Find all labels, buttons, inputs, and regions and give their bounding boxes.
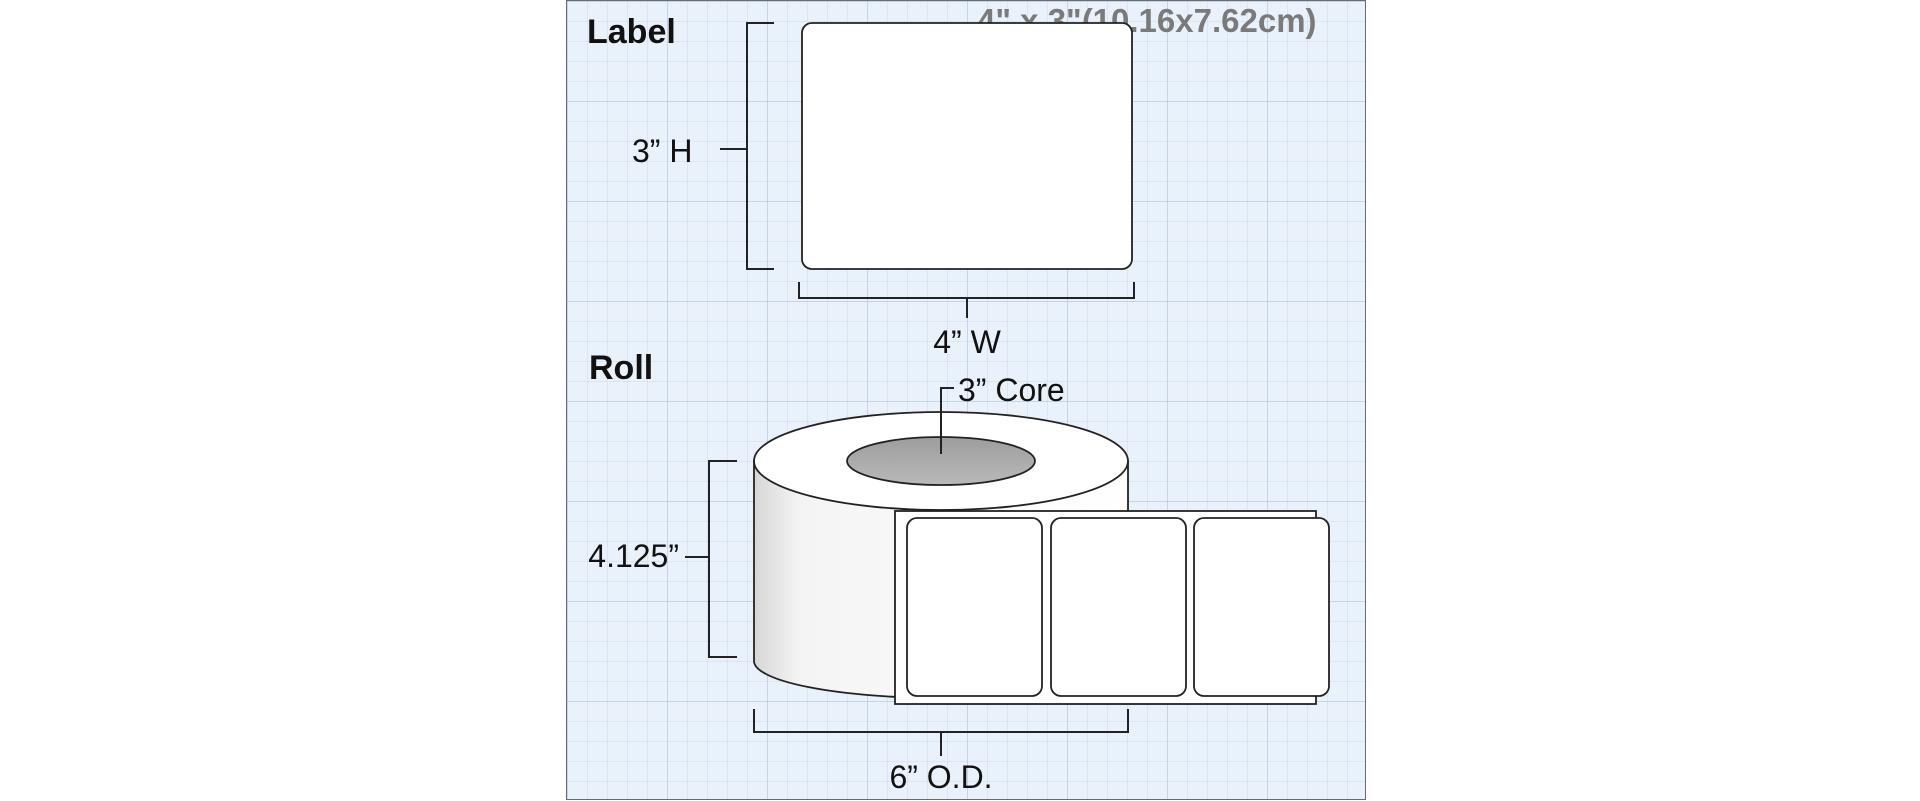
label-width-bracket [798, 282, 1135, 318]
label-roll [753, 411, 1330, 705]
single-label [801, 22, 1133, 270]
label-width-text: 4” W [933, 324, 1001, 360]
label-roll-diagram: 4" x 3"(10.16x7.62cm) Label 3” H 4” W Ro… [566, 0, 1366, 800]
roll-od-bracket [753, 709, 1129, 756]
roll-label-2 [1050, 517, 1187, 697]
roll-label-1 [906, 517, 1043, 697]
diagram-canvas: 4" x 3"(10.16x7.62cm) Label 3” H 4” W Ro… [587, 2, 1330, 795]
label-height-text: 3” H [632, 133, 692, 169]
label-heading: Label [587, 13, 676, 51]
roll-heading: Roll [589, 349, 653, 387]
core-text: 3” Core [958, 372, 1065, 408]
label-height-bracket [720, 22, 774, 270]
roll-label-3 [1193, 517, 1330, 697]
core-pointer-line [940, 387, 954, 454]
roll-width-text: 4.125” [588, 538, 679, 574]
roll-width-bracket [685, 460, 737, 658]
roll-od-text: 6” O.D. [889, 759, 992, 795]
